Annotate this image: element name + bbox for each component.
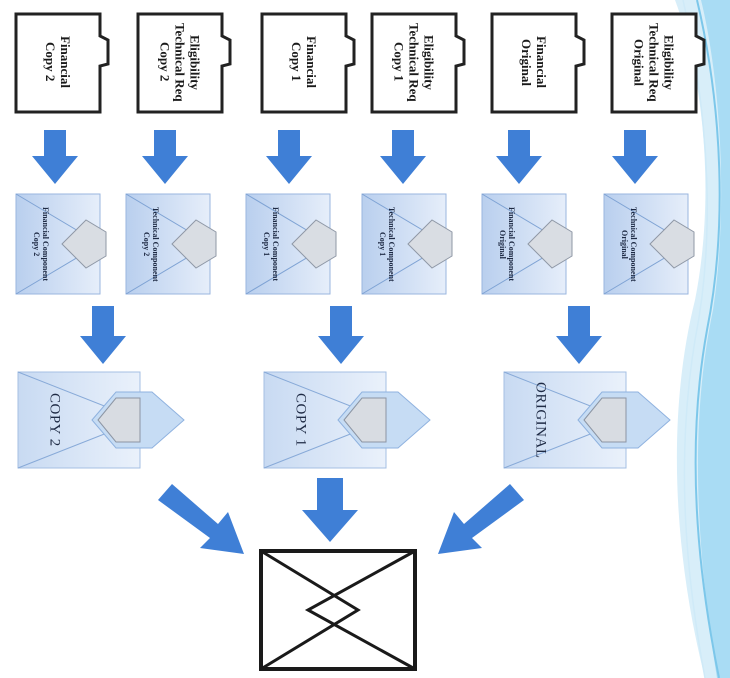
document-label: Financial Original xyxy=(519,35,549,88)
down-arrow-icon xyxy=(142,130,188,184)
final-envelope-icon xyxy=(259,549,417,671)
document-label: Financial Copy 2 xyxy=(43,35,73,88)
envelope-label: COPY 1 xyxy=(292,393,309,447)
document-label: Eligibility Technical Req Copy 2 xyxy=(157,22,203,102)
component-label: Technical Component Copy 2 xyxy=(142,206,160,282)
component-financial-copy-2: Financial Component Copy 2 xyxy=(14,190,112,298)
component-technical-copy-2: Technical Component Copy 2 xyxy=(124,190,222,298)
down-arrow-icon xyxy=(32,130,78,184)
component-label: Technical Component Original xyxy=(620,206,638,282)
envelope-copy-1: COPY 1 xyxy=(262,370,432,470)
down-arrow-icon xyxy=(556,306,602,364)
document-financial-original: Financial Original xyxy=(484,8,590,118)
component-label: Financial Component Copy 2 xyxy=(32,206,50,281)
envelope-original: ORIGINAL xyxy=(502,370,672,470)
component-technical-original: Technical Component Original xyxy=(602,190,700,298)
document-label: Financial Copy 1 xyxy=(289,35,319,88)
component-financial-original: Financial Component Original xyxy=(480,190,578,298)
component-label: Financial Component Original xyxy=(498,206,516,281)
component-financial-copy-1: Financial Component Copy 1 xyxy=(244,190,342,298)
diagonal-arrow-icon xyxy=(158,484,244,554)
document-technical-copy-1: Eligibility Technical Req Copy 1 xyxy=(364,8,470,118)
document-label: Eligibility Technical Req Copy 1 xyxy=(391,22,437,102)
document-financial-copy-2: Financial Copy 2 xyxy=(8,8,114,118)
envelope-label: COPY 2 xyxy=(46,393,63,447)
down-arrow-icon xyxy=(266,130,312,184)
down-arrow-icon xyxy=(496,130,542,184)
document-technical-original: Eligibility Technical Req Original xyxy=(604,8,710,118)
component-label: Technical Component Copy 1 xyxy=(378,206,396,282)
document-label: Eligibility Technical Req Original xyxy=(631,22,677,102)
down-arrow-icon xyxy=(380,130,426,184)
component-label: Financial Component Copy 1 xyxy=(262,206,280,281)
down-arrow-icon xyxy=(302,478,358,542)
down-arrow-icon xyxy=(80,306,126,364)
decorative-wave-band xyxy=(675,0,730,678)
down-arrow-icon xyxy=(612,130,658,184)
down-arrow-icon xyxy=(318,306,364,364)
envelope-label: ORIGINAL xyxy=(532,381,549,459)
document-financial-copy-1: Financial Copy 1 xyxy=(254,8,360,118)
envelope-copy-2: COPY 2 xyxy=(16,370,186,470)
component-technical-copy-1: Technical Component Copy 1 xyxy=(360,190,458,298)
document-technical-copy-2: Eligibility Technical Req Copy 2 xyxy=(130,8,236,118)
diagonal-arrow-icon xyxy=(438,484,524,554)
